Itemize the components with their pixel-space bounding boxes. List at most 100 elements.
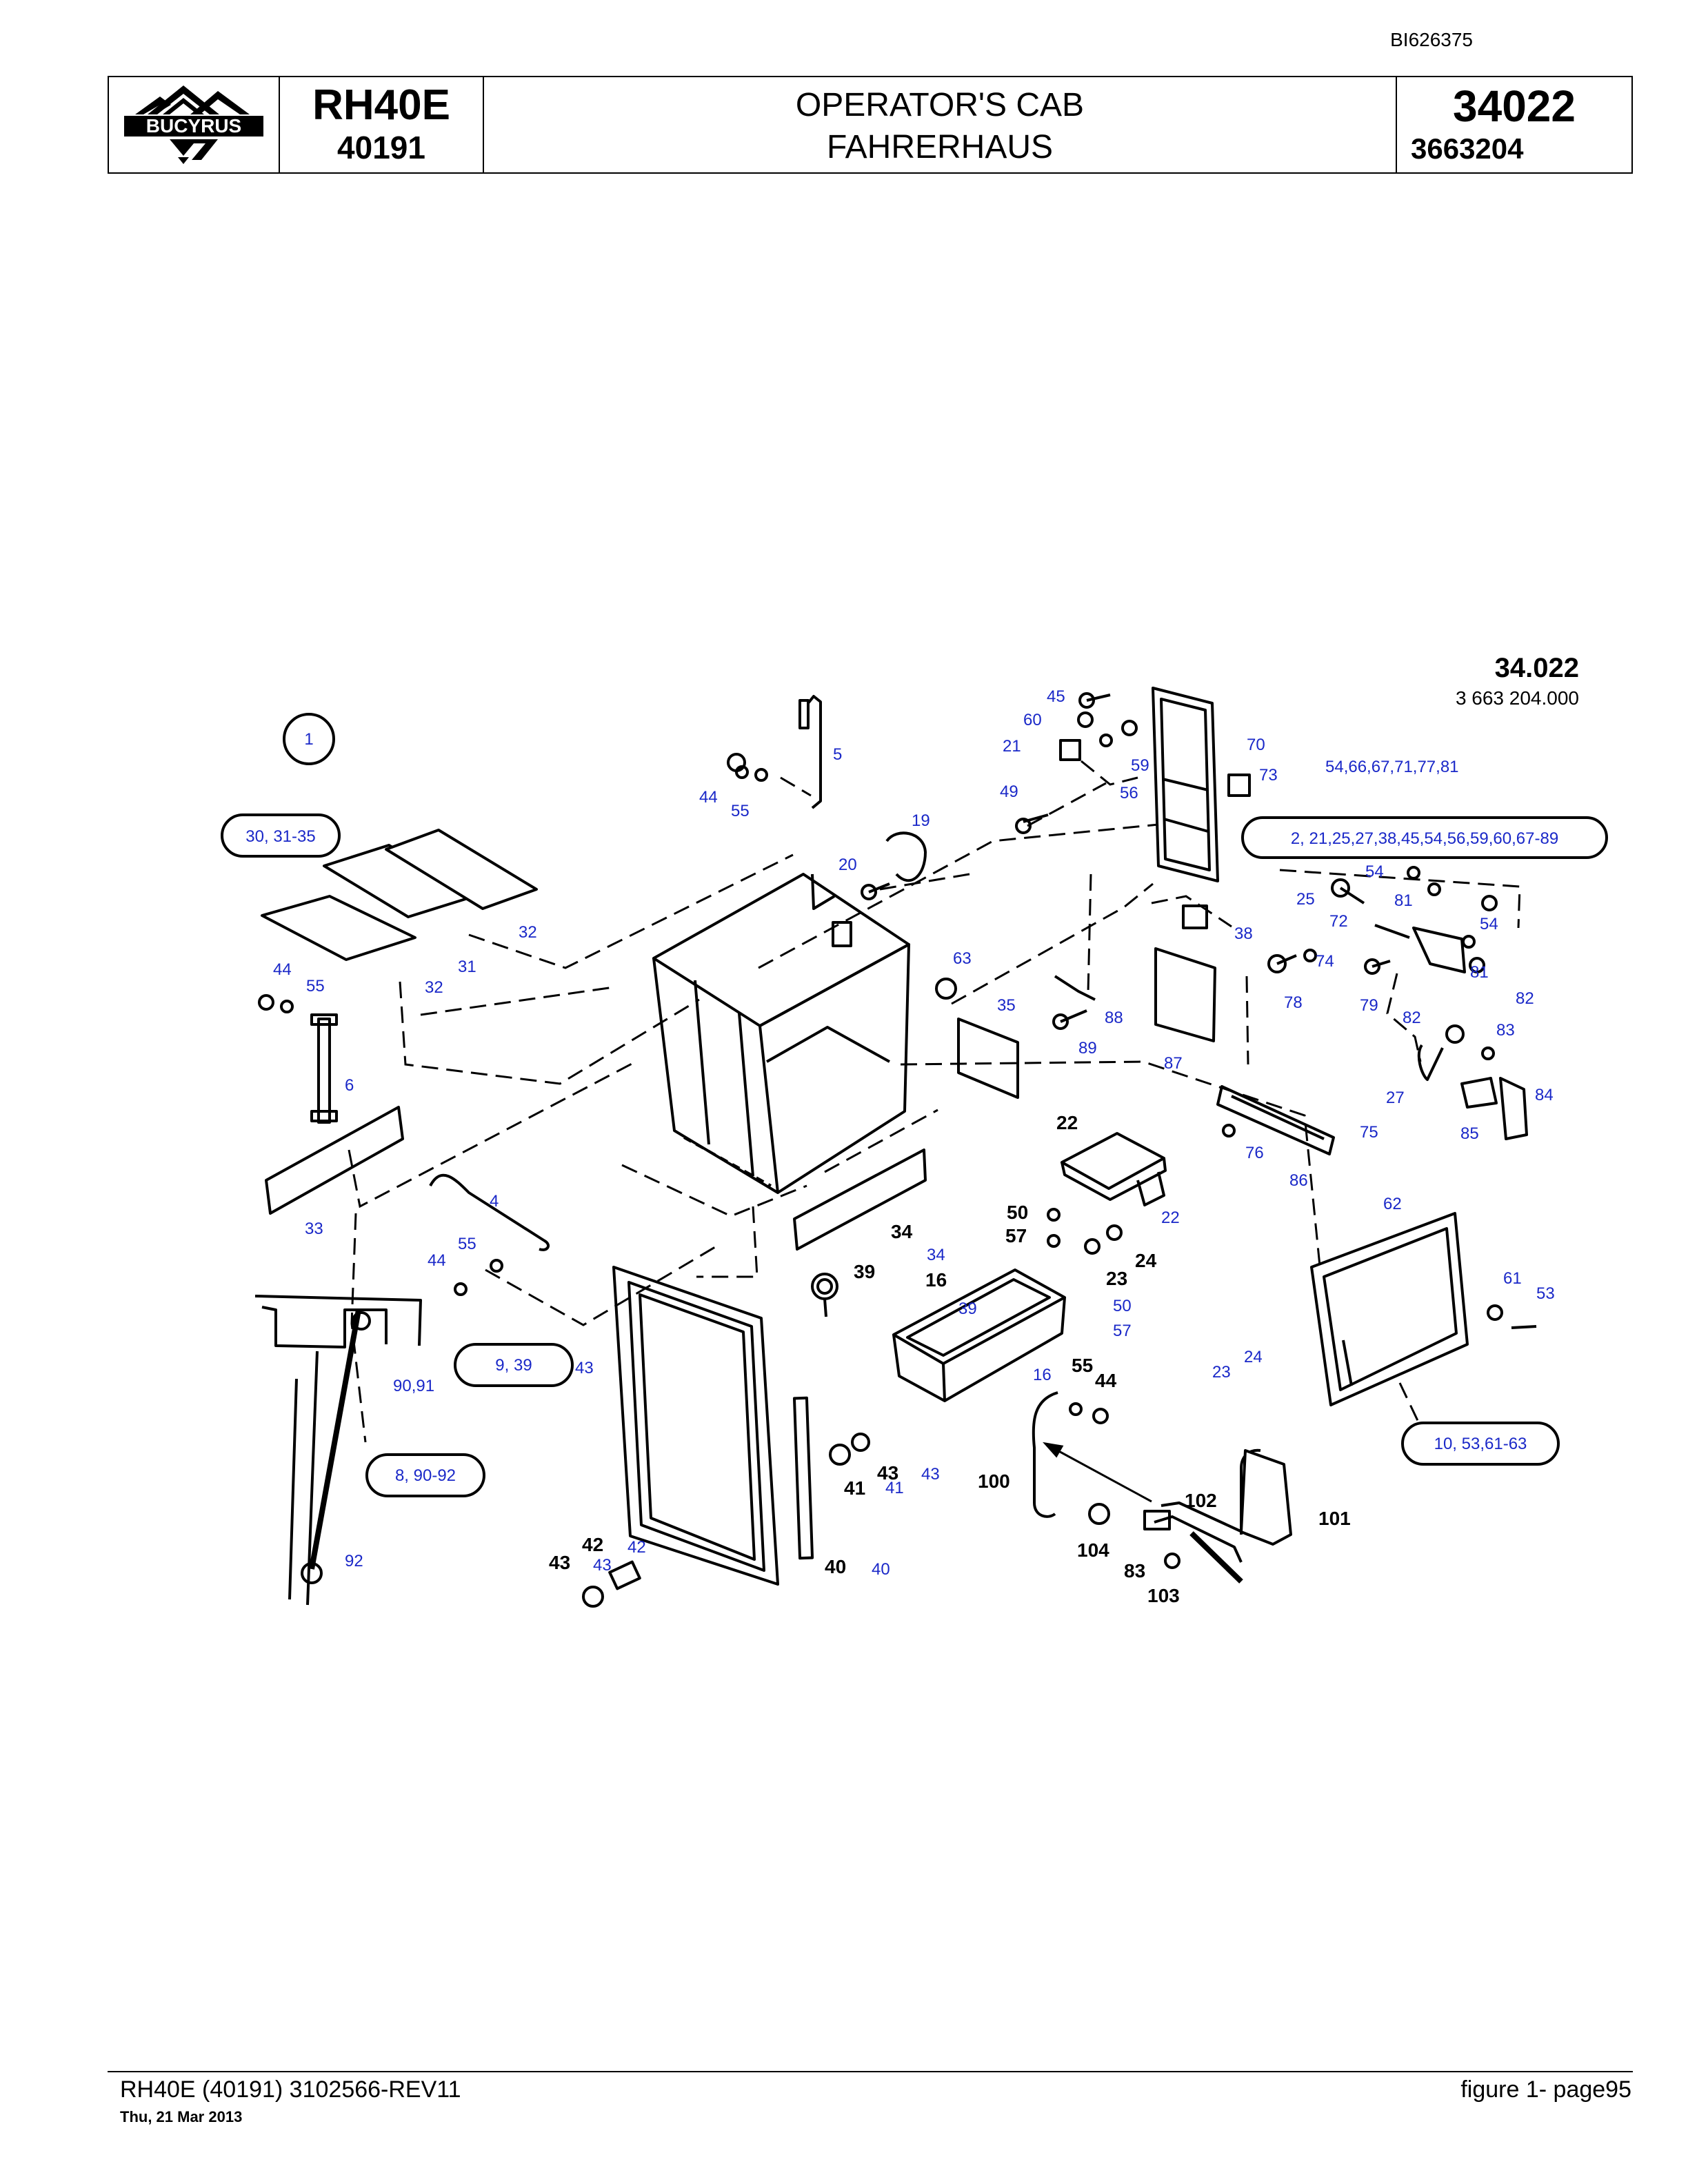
callout: 44 (428, 1251, 446, 1270)
callout: 24 (1135, 1250, 1157, 1271)
callout: 4 (490, 1192, 499, 1211)
callout: 32 (519, 923, 537, 942)
footer-rule (108, 2071, 1633, 2072)
machine-outline (254, 1295, 422, 1606)
model-cell: RH40E 40191 (279, 76, 484, 174)
logo-chevrons (170, 139, 218, 164)
callout: 74 (1316, 952, 1334, 971)
grab-rail-4 (429, 1173, 550, 1251)
callout: 100 (978, 1470, 1010, 1492)
callout: 83 (1124, 1560, 1145, 1581)
callout: 54 (1365, 862, 1384, 881)
callout: 54 (1480, 915, 1498, 933)
callout: 84 (1535, 1086, 1554, 1104)
callout: 43 (575, 1359, 594, 1377)
callout: 45 (1047, 687, 1065, 706)
callout: 27 (1386, 1089, 1405, 1107)
callout: 86 (1289, 1171, 1308, 1190)
callout: 49 (1000, 782, 1018, 801)
logo-wordmark: BUCYRUS (146, 115, 241, 136)
logo-cell: BUCYRUS (108, 76, 280, 174)
callout: 88 (1105, 1009, 1123, 1027)
callout: 55 (1072, 1355, 1093, 1376)
callout: 89 (1078, 1039, 1097, 1058)
group-label-30: 30, 31-35 (245, 827, 315, 846)
callout: 62 (1383, 1195, 1402, 1213)
callout: 87 (1164, 1054, 1183, 1073)
footer-page: figure 1- page95 (1460, 2076, 1631, 2103)
callout: 82 (1516, 989, 1534, 1008)
model-name: RH40E (312, 81, 450, 129)
roof-panels (261, 829, 538, 961)
arrow-indicator (1043, 1442, 1152, 1503)
callout: 50 (1007, 1202, 1028, 1223)
group-number: 34022 (1453, 81, 1576, 131)
callout: 60 (1023, 711, 1042, 729)
callout: 43 (549, 1552, 570, 1573)
callout: 41 (844, 1477, 865, 1499)
callout: 57 (1113, 1322, 1132, 1340)
tray-22 (1061, 1132, 1167, 1206)
callout: 25 (1296, 890, 1315, 909)
bracket-6 (310, 1013, 338, 1124)
callout: 63 (953, 949, 972, 968)
callout: 55 (458, 1235, 476, 1253)
callout: 5 (833, 745, 842, 764)
callout: 59 (1131, 756, 1149, 775)
callout: 42 (582, 1534, 603, 1555)
callout: 31 (458, 958, 476, 976)
callout: 44 (699, 788, 718, 807)
callout: 50 (1113, 1297, 1132, 1315)
part-number: 3663204 (1411, 132, 1524, 165)
footer-reference: RH40E (40191) 3102566-REV11 (120, 2076, 461, 2103)
callout: 33 (305, 1220, 323, 1238)
small-parts (258, 692, 1537, 1608)
callout: 16 (1033, 1366, 1052, 1384)
callout: 22 (1161, 1209, 1180, 1227)
callout: 103 (1147, 1585, 1180, 1606)
callout: 72 (1329, 912, 1348, 931)
callout: 61 (1503, 1269, 1522, 1288)
callout: 34 (927, 1246, 945, 1264)
callout: 23 (1212, 1363, 1231, 1382)
callout: 85 (1460, 1124, 1479, 1143)
callout: 38 (1234, 924, 1253, 943)
callout: 23 (1106, 1268, 1127, 1289)
front-frame (612, 1266, 779, 1586)
callout: 39 (854, 1261, 875, 1282)
callout: 55 (306, 977, 325, 995)
cab-frame (652, 873, 910, 1194)
callout: 44 (273, 960, 292, 979)
callout: 83 (1496, 1021, 1515, 1040)
document-id: BI626375 (1390, 29, 1473, 50)
callout: 55 (731, 802, 750, 820)
callout: 82 (1403, 1009, 1421, 1027)
group-bubbles (221, 713, 1608, 1497)
drawing-group-label: 34.022 (1495, 653, 1579, 683)
callout: 43 (877, 1462, 898, 1484)
callout: 21 (1003, 737, 1021, 756)
callout: 101 (1318, 1508, 1351, 1529)
pipe-100 (1032, 1391, 1058, 1518)
storage-box-16 (892, 1268, 1066, 1402)
callout: 40 (872, 1560, 890, 1579)
callout: 34 (891, 1221, 913, 1242)
callout: 53 (1536, 1284, 1555, 1303)
group-label-90: 90,91 (393, 1377, 434, 1395)
callout: 32 (425, 978, 443, 997)
group-label-10: 10, 53,61-63 (1434, 1435, 1527, 1453)
callout: 43 (921, 1465, 940, 1484)
hinge-75 (1216, 1085, 1335, 1155)
callout: 70 (1247, 736, 1265, 754)
title-block: BUCYRUS RH40E 40191 OPERATOR'S CAB FAHRE… (108, 76, 1633, 174)
footer-date: Thu, 21 Mar 2013 (120, 2108, 243, 2125)
callout: 76 (1245, 1144, 1264, 1162)
callout: 81 (1470, 963, 1489, 982)
callout: 22 (1056, 1112, 1078, 1133)
side-panel-33 (265, 1106, 404, 1215)
callout: 40 (825, 1556, 846, 1577)
group-label-1: 1 (304, 730, 313, 749)
number-cell: 34022 3663204 (1396, 76, 1633, 174)
title-english: OPERATOR'S CAB (795, 87, 1085, 123)
group-label-9: 9, 39 (495, 1356, 532, 1375)
